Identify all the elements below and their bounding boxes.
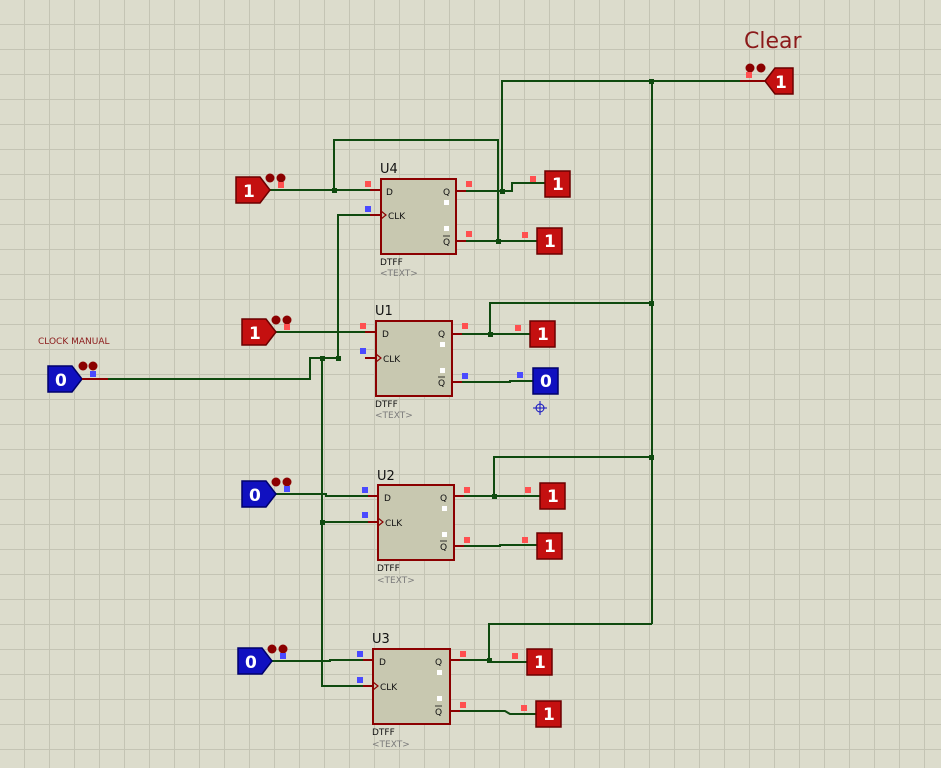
logic-toggle-clock[interactable]: 0 <box>47 361 108 393</box>
logic-toggle-d-u4[interactable]: 1 <box>235 173 286 204</box>
flipflop-u1[interactable]: U1 D CLK Q Q DTFF <TEXT> <box>360 304 468 421</box>
pin-qbar: Q <box>438 379 445 389</box>
ff-body[interactable] <box>377 484 455 561</box>
logic-probe-u3-qbar: 1 <box>521 700 562 728</box>
logic-probe-u2-qbar: 1 <box>522 532 563 560</box>
ff-ref-label: U2 <box>377 469 395 484</box>
ff-body[interactable] <box>372 648 451 725</box>
ff-type-label: DTFF <box>380 258 403 268</box>
logic-toggle-d-u3[interactable]: 0 <box>237 644 288 675</box>
probe-value: 1 <box>544 537 556 557</box>
logic-state-value: 0 <box>55 371 67 391</box>
probe-value: 1 <box>543 705 555 725</box>
cursor-crosshair-icon <box>533 401 547 415</box>
logic-toggle-d-u2[interactable]: 0 <box>241 477 292 508</box>
pin-qbar: Q <box>440 543 447 553</box>
toggle-dot-icon <box>745 63 755 73</box>
pin-q: Q <box>440 494 447 504</box>
ff-text-placeholder: <TEXT> <box>377 576 415 586</box>
pin-q: Q <box>435 658 442 668</box>
probe-value: 1 <box>552 175 564 195</box>
clock-manual-label: CLOCK MANUAL <box>38 337 110 347</box>
logic-toggle-clear[interactable]: 1 <box>740 63 794 95</box>
toggle-dot-icon <box>271 477 281 487</box>
flipflop-u2[interactable]: U2 D CLK Q Q DTFF <TEXT> <box>362 469 470 586</box>
probe-value: 0 <box>540 372 552 392</box>
clear-label: Clear <box>744 29 802 54</box>
pin-clk: CLK <box>385 519 403 529</box>
ff-type-label: DTFF <box>377 564 400 574</box>
ff-type-label: DTFF <box>372 728 395 738</box>
flipflop-u4[interactable]: U4 D CLK Q Q DTFF <TEXT> <box>365 162 472 279</box>
logic-state-value: 0 <box>249 486 261 506</box>
logic-toggle-d-u1[interactable]: 1 <box>241 315 292 346</box>
pin-d: D <box>384 494 391 504</box>
probe-value: 1 <box>544 232 556 252</box>
toggle-dot-icon <box>78 361 88 371</box>
ff-type-label: DTFF <box>375 400 398 410</box>
pin-q: Q <box>443 188 450 198</box>
ff-ref-label: U4 <box>380 162 398 177</box>
toggle-dot-icon <box>282 315 292 325</box>
toggle-dot-icon <box>88 361 98 371</box>
pin-d: D <box>382 330 389 340</box>
logic-probe-u4-qbar: 1 <box>522 227 563 255</box>
pin-qbar: Q <box>435 708 442 718</box>
ff-text-placeholder: <TEXT> <box>380 269 418 279</box>
ff-ref-label: U1 <box>375 304 393 319</box>
toggle-dot-icon <box>271 315 281 325</box>
toggle-dot-icon <box>267 644 277 654</box>
toggle-dot-icon <box>276 173 286 183</box>
ff-body[interactable] <box>375 320 453 397</box>
pin-clk: CLK <box>380 683 398 693</box>
toggle-dot-icon <box>265 173 275 183</box>
logic-state-value: 1 <box>243 182 255 202</box>
pin-d: D <box>379 658 386 668</box>
ff-text-placeholder: <TEXT> <box>372 740 410 750</box>
pin-clk: CLK <box>383 355 401 365</box>
toggle-dot-icon <box>282 477 292 487</box>
pin-q: Q <box>438 330 445 340</box>
logic-probe-u3-q: 1 <box>512 648 553 676</box>
pin-d: D <box>386 188 393 198</box>
logic-state-value: 1 <box>249 324 261 344</box>
pin-qbar: Q <box>443 238 450 248</box>
pin-clk: CLK <box>388 212 406 222</box>
logic-probe-u1-q: 1 <box>515 320 556 348</box>
ff-text-placeholder: <TEXT> <box>375 411 413 421</box>
logic-probe-u1-qbar: 0 <box>517 367 559 395</box>
logic-state-value: 0 <box>245 653 257 673</box>
ff-body[interactable] <box>380 178 457 255</box>
toggle-dot-icon <box>756 63 766 73</box>
probe-value: 1 <box>534 653 546 673</box>
logic-probe-u4-q: 1 <box>530 170 571 198</box>
logic-state-value: 1 <box>775 73 787 93</box>
logic-probe-u2-q: 1 <box>525 482 566 510</box>
toggle-dot-icon <box>278 644 288 654</box>
probe-value: 1 <box>547 487 559 507</box>
probe-value: 1 <box>537 325 549 345</box>
ff-ref-label: U3 <box>372 632 390 647</box>
wires <box>108 79 765 715</box>
flipflop-u3[interactable]: U3 D CLK Q Q DTFF <TEXT> <box>357 632 466 750</box>
